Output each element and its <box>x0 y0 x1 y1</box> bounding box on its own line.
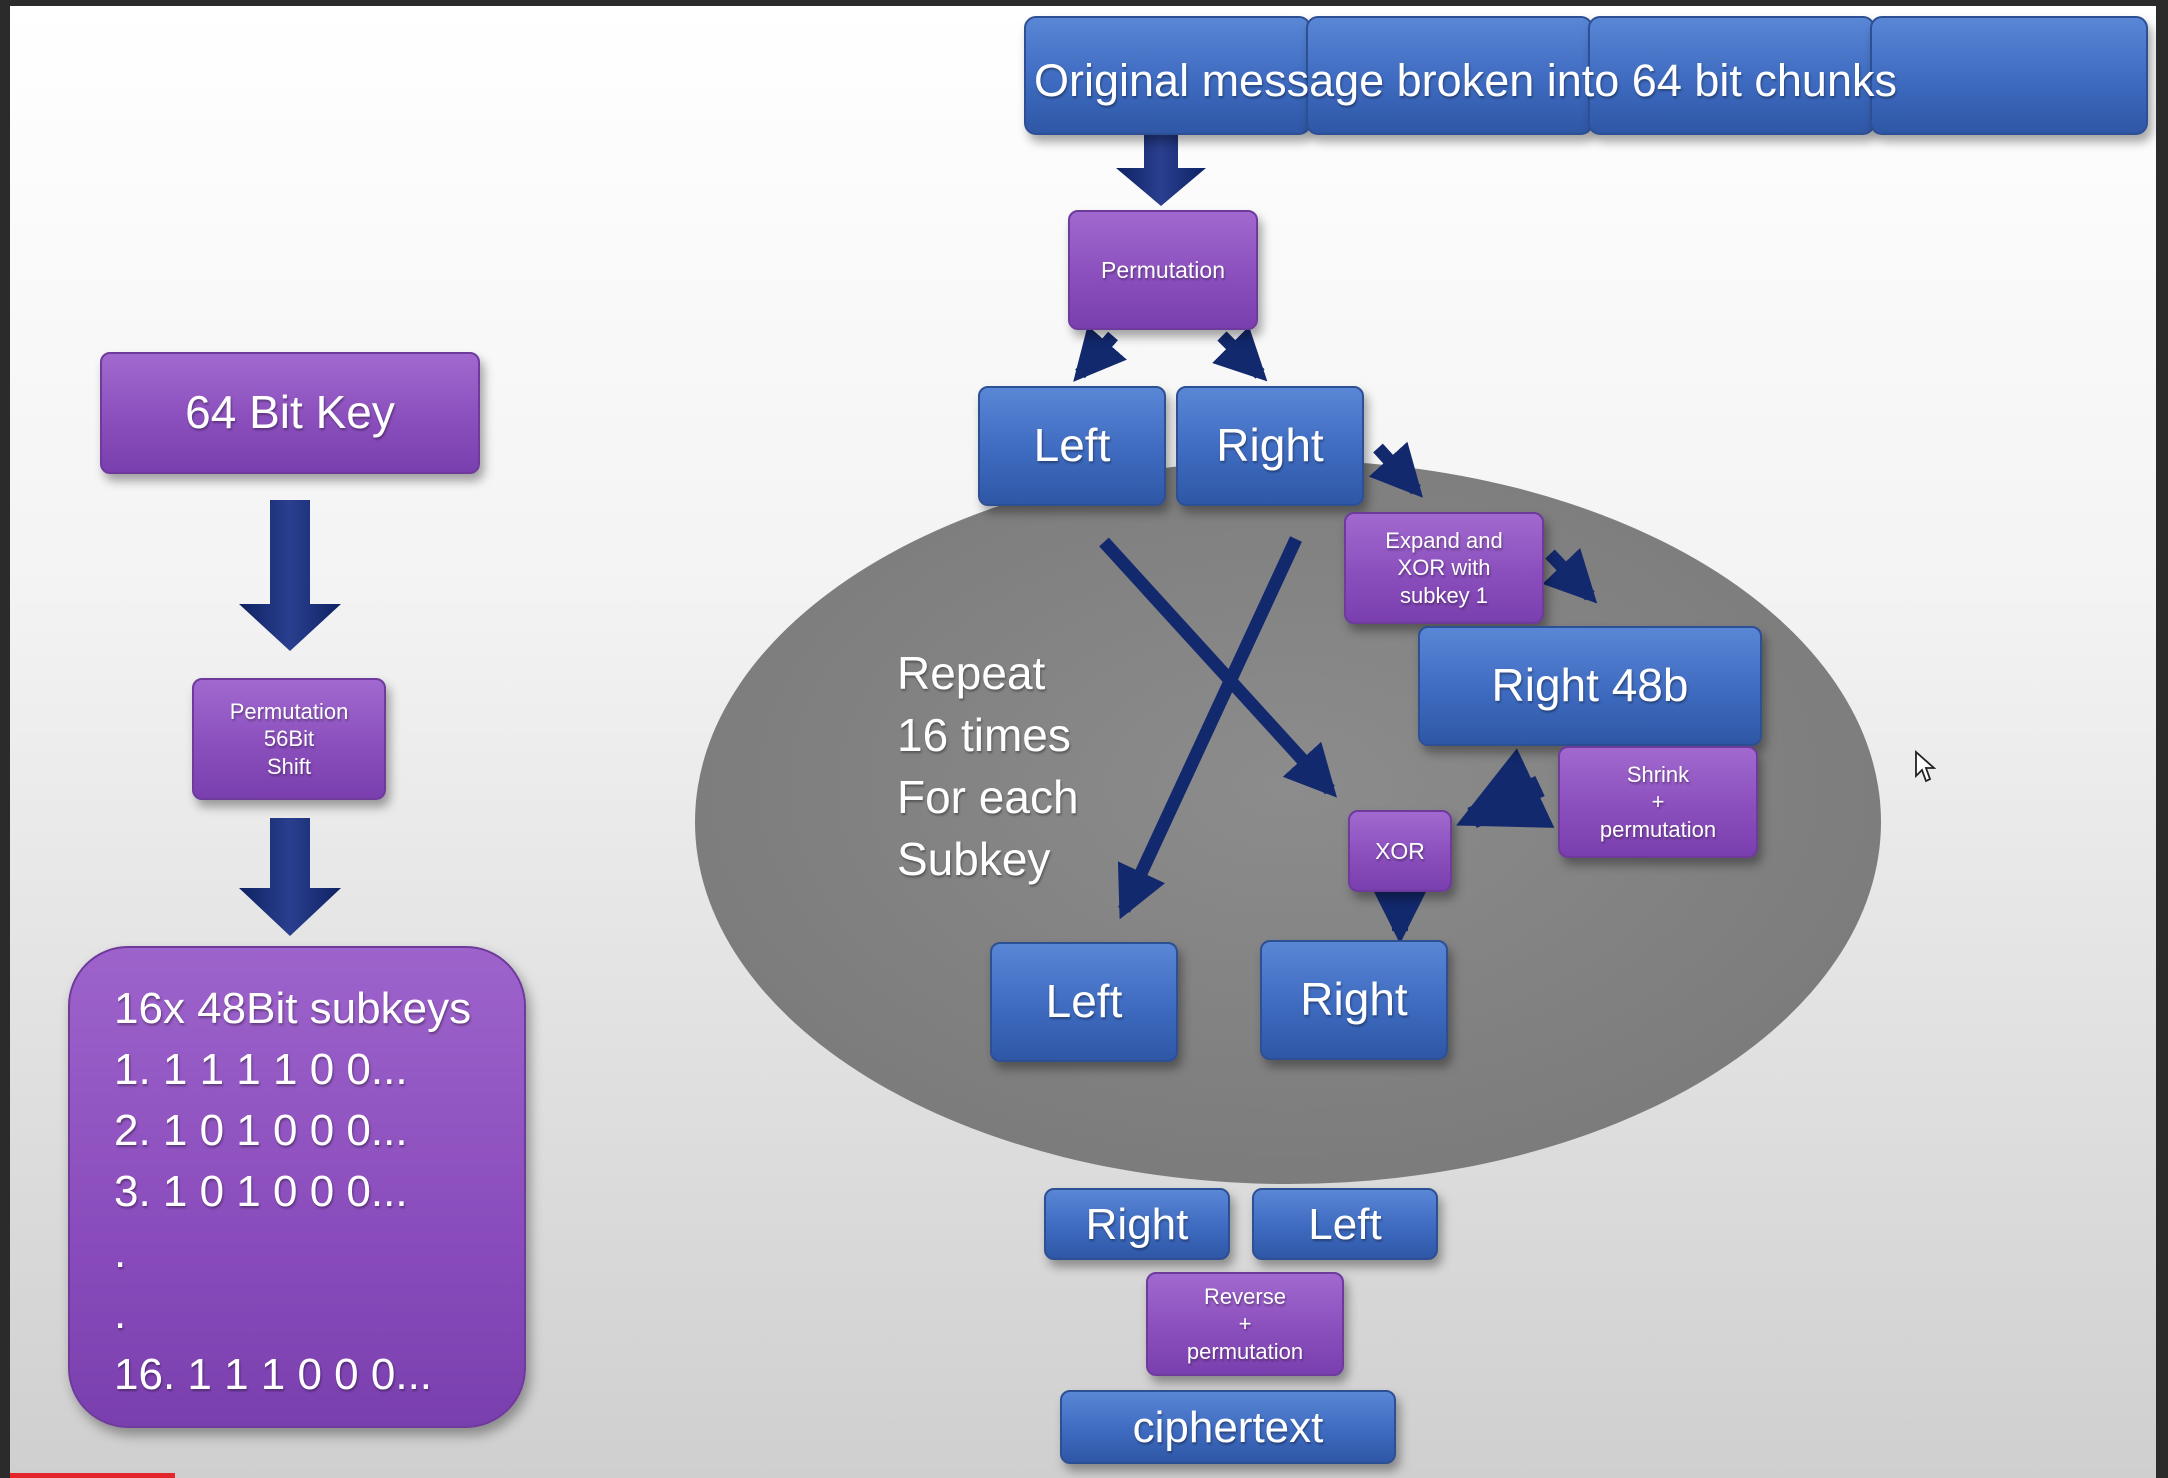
key-permutation-line-2: 56Bit <box>263 726 315 752</box>
expand-line-1: Expand and <box>1385 527 1503 553</box>
left-half-label: Left <box>1033 419 1111 472</box>
ciphertext-box: ciphertext <box>1060 1390 1396 1464</box>
key-permutation-line-3: Shift <box>266 753 312 779</box>
subkey-row: 2. 1 0 1 0 0 0... <box>114 1106 408 1155</box>
xor-label: XOR <box>1375 837 1425 864</box>
subkeys-box: 16x 48Bit subkeys 1. 1 1 1 1 0 0... 2. 1… <box>68 946 526 1428</box>
repeat-line-2: 16 times <box>897 709 1071 761</box>
swap-right-label: Right <box>1085 1199 1189 1249</box>
subkeys-title: 16x 48Bit subkeys <box>114 984 472 1033</box>
right-48b-label: Right 48b <box>1491 659 1689 712</box>
key-label: 64 Bit Key <box>185 386 395 439</box>
swap-left-label: Left <box>1308 1199 1382 1249</box>
cross-arrow-right-to-left-icon <box>1117 536 1302 920</box>
mouse-cursor-icon <box>1915 750 1937 783</box>
output-left-label: Left <box>1045 975 1123 1028</box>
subkey-row: 16. 1 1 1 0 0 0... <box>114 1350 433 1399</box>
output-left-box: Left <box>990 942 1178 1062</box>
shrink-permutation-box: Shrink + permutation <box>1558 746 1758 858</box>
reverse-permutation-box: Reverse + permutation <box>1146 1272 1344 1376</box>
repeat-line-3: For each <box>897 771 1079 823</box>
initial-permutation-label: Permutation <box>1100 256 1225 283</box>
message-chunk <box>1588 16 1875 135</box>
message-chunk <box>1870 16 2148 135</box>
right-half-label: Right <box>1216 419 1324 472</box>
slide: Original message broken into 64 bit chun… <box>10 6 2156 1478</box>
message-chunk <box>1306 16 1593 135</box>
subkey-row: . <box>114 1228 127 1277</box>
initial-permutation-box: Permutation <box>1068 210 1258 330</box>
right-half-box: Right <box>1176 386 1364 506</box>
right-48b-box: Right 48b <box>1418 626 1762 746</box>
arrow-to-xor-icon <box>1456 748 1555 828</box>
subkey-row: 1. 1 1 1 1 0 0... <box>114 1045 408 1094</box>
arrow-to-right-icon <box>1212 326 1268 382</box>
swap-left-box: Left <box>1252 1188 1438 1260</box>
xor-box: XOR <box>1348 810 1452 892</box>
message-chunk <box>1024 16 1311 135</box>
output-right-label: Right <box>1300 973 1408 1026</box>
repeat-text: Repeat 16 times For each Subkey <box>897 642 1177 890</box>
left-half-box: Left <box>978 386 1166 506</box>
arrow-to-left-icon <box>1073 325 1127 382</box>
repeat-line-1: Repeat <box>897 647 1046 699</box>
reverse-line-2: + <box>1238 1311 1252 1337</box>
repeat-line-4: Subkey <box>897 833 1051 885</box>
arrow-to-right48-icon <box>1542 547 1598 604</box>
expand-xor-box: Expand and XOR with subkey 1 <box>1344 512 1544 624</box>
down-arrow-icon <box>239 818 341 936</box>
video-progress-bar[interactable] <box>10 1473 175 1478</box>
subkey-row: 3. 1 0 1 0 0 0... <box>114 1167 408 1216</box>
shrink-line-2: + <box>1651 789 1665 815</box>
shrink-line-3: permutation <box>1599 816 1717 842</box>
down-arrow-icon <box>1116 130 1206 206</box>
cross-arrow-left-to-xor-icon <box>1099 537 1338 798</box>
key-permutation-box: Permutation 56Bit Shift <box>192 678 386 800</box>
key-box: 64 Bit Key <box>100 352 480 474</box>
shrink-line-1: Shrink <box>1626 761 1690 787</box>
subkey-row: . <box>114 1289 127 1338</box>
expand-line-2: XOR with <box>1397 555 1491 581</box>
down-arrow-icon <box>239 500 341 651</box>
reverse-line-3: permutation <box>1186 1338 1304 1364</box>
reverse-line-1: Reverse <box>1204 1283 1286 1309</box>
message-label: Original message broken into 64 bit chun… <box>1034 55 1897 106</box>
key-permutation-line-1: Permutation <box>229 698 349 724</box>
expand-line-3: subkey 1 <box>1399 582 1489 608</box>
swap-right-box: Right <box>1044 1188 1230 1260</box>
ciphertext-label: ciphertext <box>1132 1402 1324 1452</box>
output-right-box: Right <box>1260 940 1448 1060</box>
arrow-to-expand-icon <box>1368 441 1423 498</box>
